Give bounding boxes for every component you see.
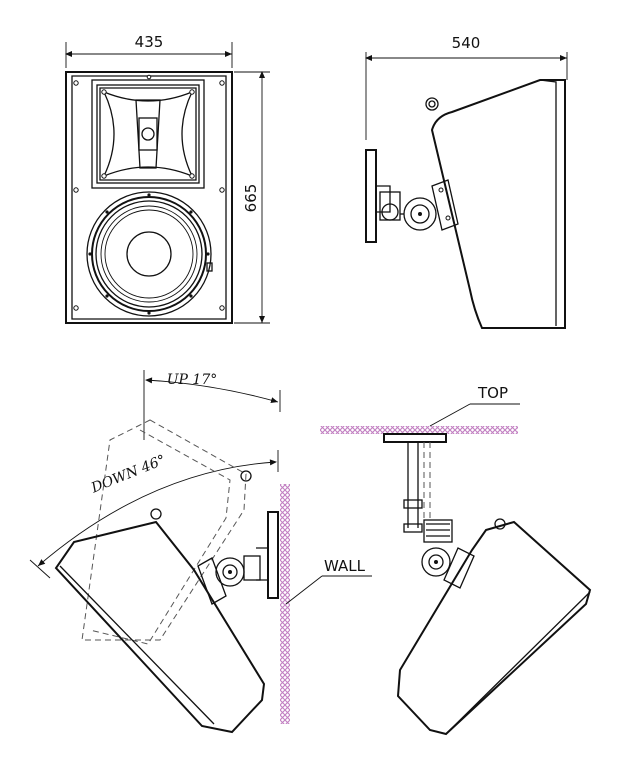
width-dimension: 435 (65, 33, 233, 68)
front-cabinet (65, 71, 233, 324)
horn (91, 79, 205, 189)
ghost-up-position (81, 419, 247, 641)
ceiling-view: TOP (320, 384, 592, 736)
ceiling-cabinet (396, 520, 592, 736)
depth-label: 540 (452, 34, 481, 52)
up-angle-dimension: UP 17° (143, 370, 281, 440)
height-label: 665 (242, 184, 260, 213)
depth-dimension: 540 (365, 34, 568, 140)
front-view: 435 665 (65, 33, 270, 324)
top-callout: TOP (429, 384, 520, 427)
top-label: TOP (477, 384, 508, 402)
width-label: 435 (135, 33, 164, 51)
side-wall-plate (365, 149, 377, 243)
tilt-view: UP 17° DOWN 46° WALL (29, 370, 372, 734)
side-cabinet (430, 79, 566, 329)
cabinet-screws (73, 74, 225, 311)
tilt-cabinet (54, 520, 266, 734)
wall-hatch (280, 484, 290, 724)
down-angle-dimension: DOWN 46° (29, 450, 279, 579)
ceiling-hatch (320, 426, 518, 434)
down-angle-label: DOWN 46° (88, 452, 168, 497)
wall-label: WALL (324, 557, 366, 575)
woofer (86, 191, 212, 317)
height-dimension: 665 (234, 71, 270, 324)
side-view: 540 (365, 34, 568, 329)
up-angle-label: UP 17° (167, 372, 217, 388)
wall-callout: WALL (285, 557, 372, 605)
